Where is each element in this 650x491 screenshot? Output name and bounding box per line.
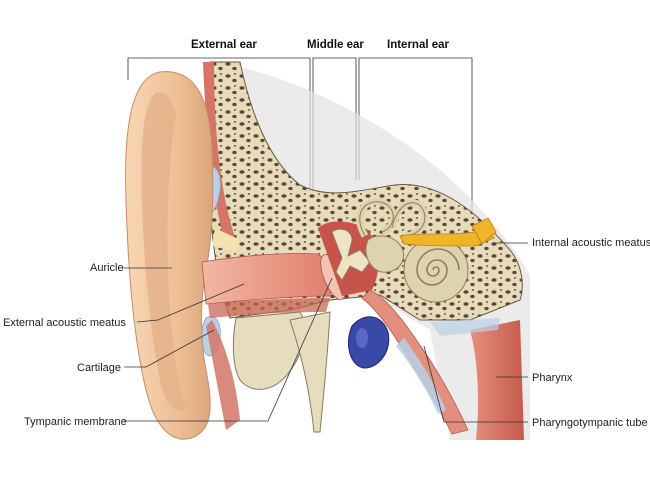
cochlea-spiral xyxy=(416,248,460,286)
auricle-helix-fold xyxy=(141,92,186,411)
leader-cartilage xyxy=(124,329,215,368)
semicircular-canals-outline xyxy=(359,201,426,237)
vestibulocochlear-nerve xyxy=(399,225,495,247)
label-internal-acoustic-meatus: Internal acoustic meatus xyxy=(532,237,650,249)
jugular-vein-highlight xyxy=(356,328,368,348)
ear-canal-muscle xyxy=(208,298,330,318)
labels: Auricle External acoustic meatus Cartila… xyxy=(3,237,650,429)
label-pharyngotympanic-tube: Pharyngotympanic tube xyxy=(532,417,648,429)
pharynx-shape xyxy=(470,320,524,440)
pharynx-lining xyxy=(430,318,500,336)
region-headers: External ear Middle ear Internal ear xyxy=(127,39,473,218)
tube-cartilage xyxy=(396,338,446,414)
anatomy-illustration xyxy=(125,61,530,440)
jugular-vein xyxy=(348,316,390,369)
scalp-muscle-layer xyxy=(203,62,236,248)
header-middle-ear: Middle ear xyxy=(307,39,364,51)
vestibule xyxy=(365,235,404,273)
cartilage-bone-plate xyxy=(212,228,240,252)
styloid-process xyxy=(289,311,331,433)
neck-muscle xyxy=(206,320,240,430)
ear-canal xyxy=(201,253,337,305)
label-tympanic-membrane: Tympanic membrane xyxy=(24,416,127,428)
label-pharynx: Pharynx xyxy=(532,372,573,384)
header-external-ear: External ear xyxy=(191,39,257,51)
label-cartilage: Cartilage xyxy=(77,362,121,374)
leader-external-acoustic-meatus xyxy=(136,283,245,323)
leader-pharyngotympanic-tube xyxy=(423,345,528,423)
inner-ear-labyrinth xyxy=(356,198,469,303)
label-auricle: Auricle xyxy=(90,262,124,274)
leader-tympanic-membrane xyxy=(124,277,333,422)
ossicles xyxy=(331,228,371,281)
internal-acoustic-meatus-shape xyxy=(471,217,497,245)
label-external-acoustic-meatus: External acoustic meatus xyxy=(3,317,126,329)
header-internal-ear: Internal ear xyxy=(387,39,450,51)
